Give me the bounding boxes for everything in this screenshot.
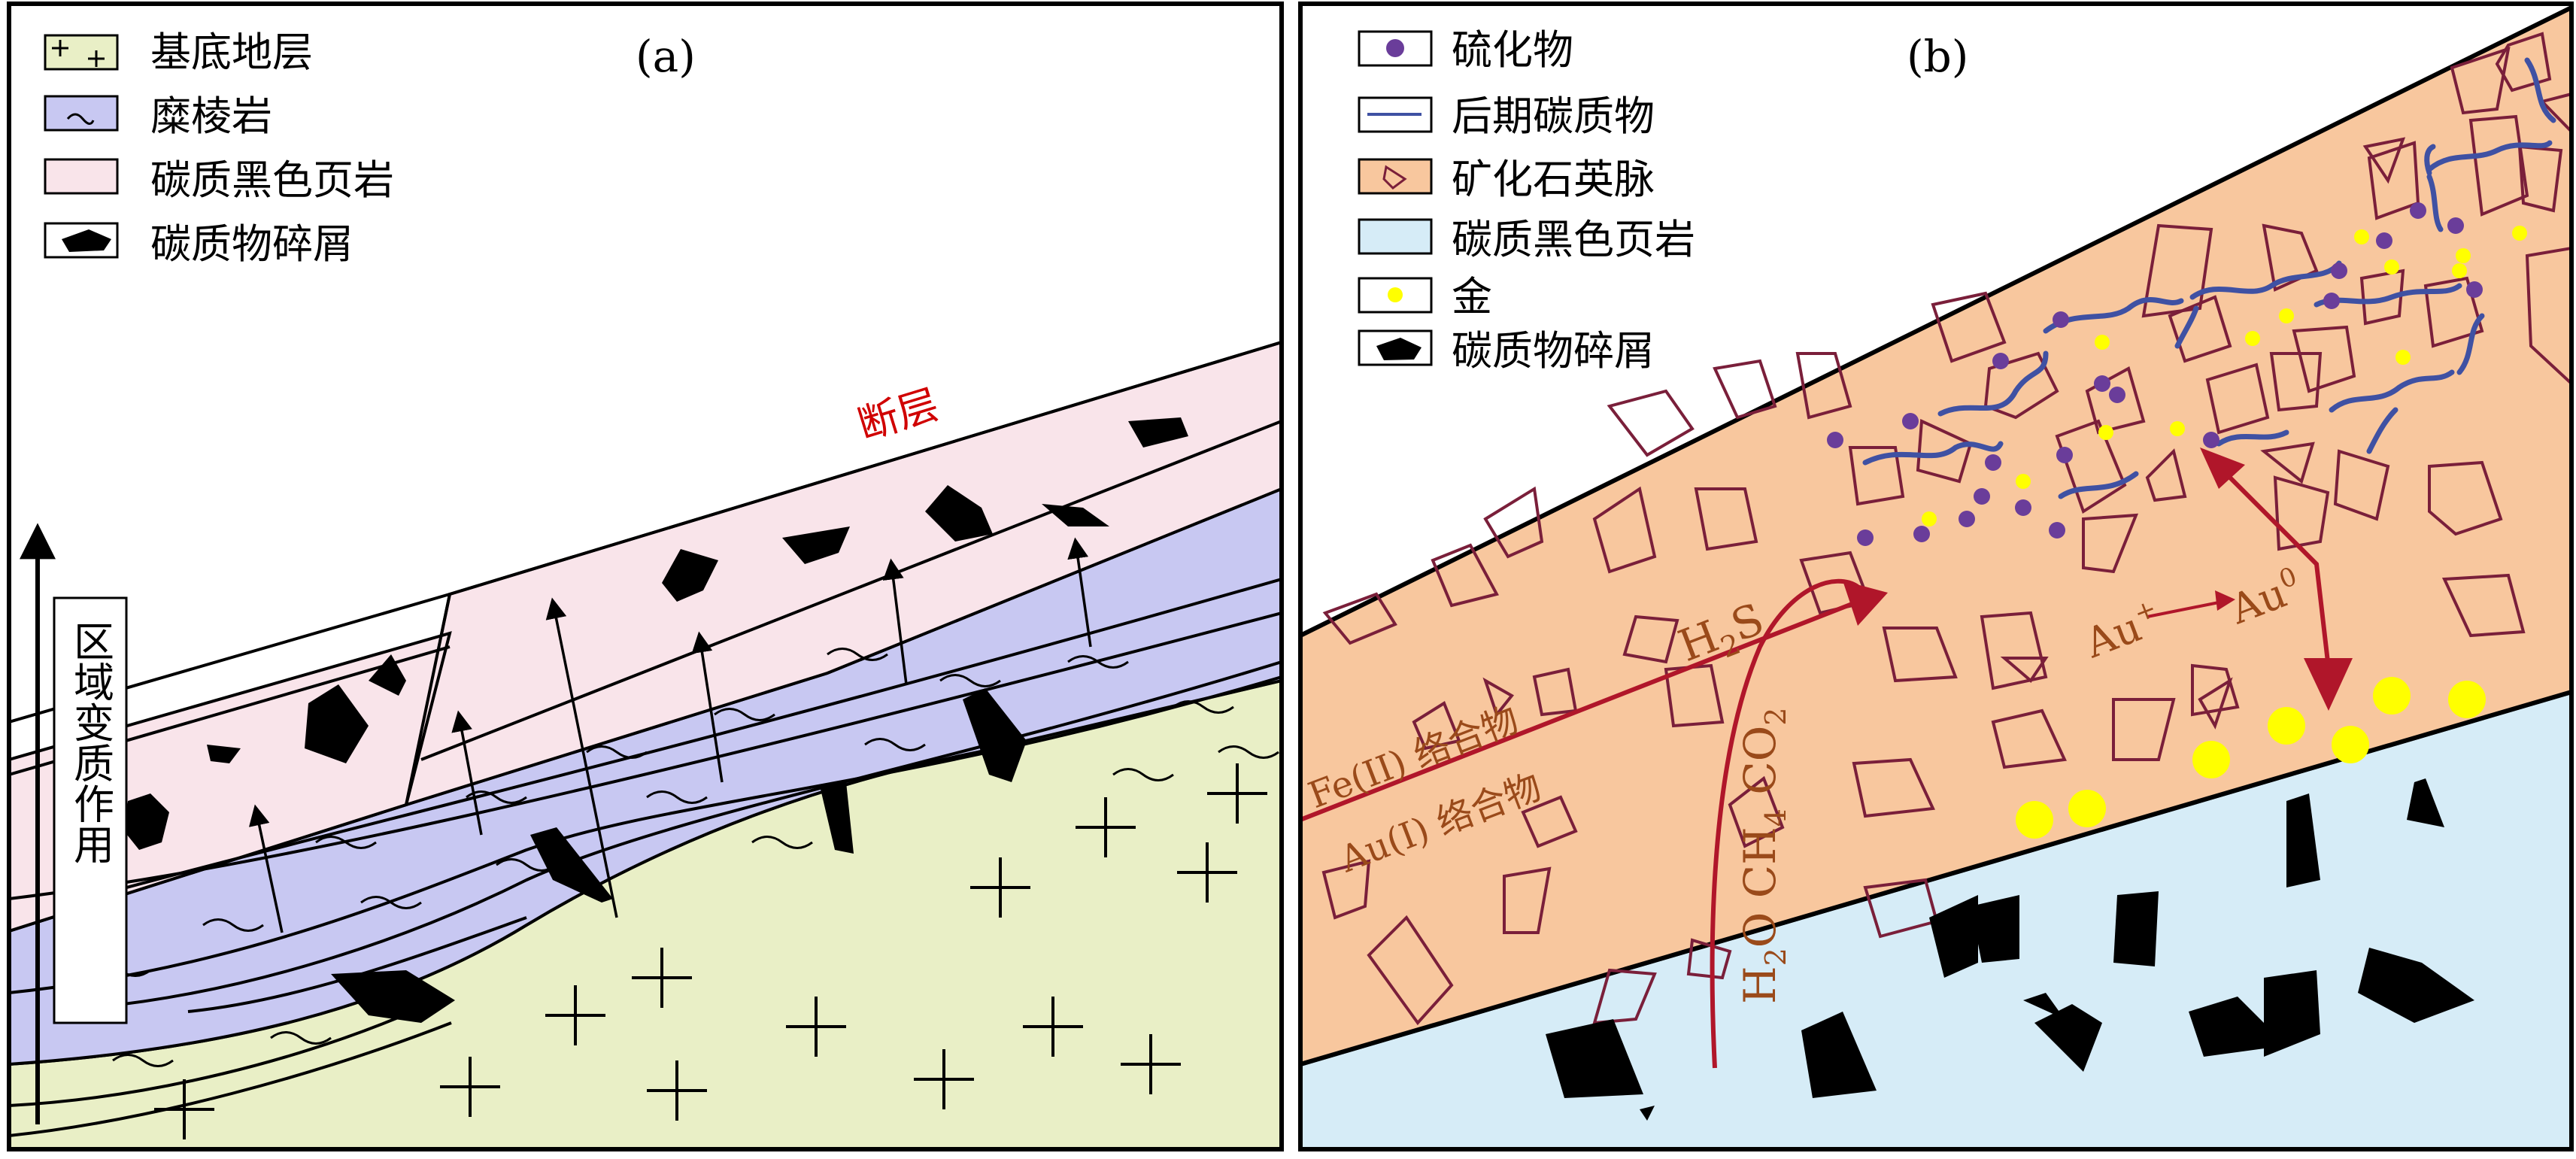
h2o-ch: O CH bbox=[1734, 827, 1786, 948]
fault-plane bbox=[405, 593, 451, 806]
sulfides bbox=[1827, 202, 2483, 546]
legend-a-label-shale: 碳质黑色页岩 bbox=[150, 156, 394, 204]
legend-b-label-debris: 碳质物碎屑 bbox=[1452, 327, 1655, 375]
legend-b-item-late-carbon: 后期碳质物 bbox=[1358, 93, 1655, 140]
quartz-vein bbox=[1300, 5, 2571, 1067]
legend-a-label-base: 基底地层 bbox=[150, 29, 313, 76]
legend-a-label-debris: 碳质物碎屑 bbox=[150, 220, 353, 268]
h2o-h: H bbox=[1734, 966, 1786, 1004]
gold-grains bbox=[1922, 226, 2527, 839]
carbon-debris-b bbox=[1546, 778, 2474, 1121]
legend-b-label-shale: 碳质黑色页岩 bbox=[1452, 216, 1695, 263]
co2-co: CO bbox=[1734, 726, 1786, 809]
gas-arrow bbox=[1710, 578, 1859, 1069]
ch4-sub: 4 bbox=[1759, 809, 1792, 827]
fluid-arrows-a bbox=[248, 537, 1092, 933]
panel-b: Fe(II) 络合物 Au(I) 络合物 H2S H2O CH4 CO2 Au+… bbox=[1298, 2, 2574, 1151]
legend-b: 硫化物 后期碳质物 矿化石英脉 碳质黑色页岩 金 bbox=[1358, 26, 1695, 375]
gas-label-h2o-ch4-co2: H2O CH4 CO2 bbox=[1734, 708, 1792, 1004]
panel-b-label: (b) bbox=[1907, 31, 1968, 82]
gold-migration-arrow bbox=[2224, 472, 2330, 663]
legend-b-item-debris: 碳质物碎屑 bbox=[1358, 327, 1655, 375]
panel-a: 区域变质作用 基底地层 糜棱岩 碳质黑色页岩 碳质物碎屑 ( bbox=[7, 2, 1284, 1151]
metamorphism-label: 区域变质作用 bbox=[67, 620, 114, 864]
legend-b-item-sulfide: 硫化物 bbox=[1358, 26, 1573, 74]
fluid-arrows-b bbox=[1300, 448, 2353, 1069]
foliation-waves bbox=[90, 648, 1279, 1067]
legend-a-item-shale: 碳质黑色页岩 bbox=[44, 156, 394, 204]
co2-sub: 2 bbox=[1759, 708, 1792, 726]
legend-b-label-quartz: 矿化石英脉 bbox=[1452, 156, 1655, 203]
fault-label: 断层 bbox=[852, 381, 944, 450]
legend-b-label-sulfide: 硫化物 bbox=[1452, 26, 1573, 74]
legend-a: 基底地层 糜棱岩 碳质黑色页岩 碳质物碎屑 bbox=[44, 29, 394, 268]
legend-b-label-late-carbon: 后期碳质物 bbox=[1452, 93, 1655, 140]
legend-a-label-mylonite: 糜棱岩 bbox=[150, 93, 272, 140]
carbon-debris-a bbox=[124, 417, 1188, 1023]
panel-a-frame bbox=[7, 2, 1284, 1151]
legend-b-item-quartz: 矿化石英脉 bbox=[1358, 156, 1655, 203]
panel-a-label: (a) bbox=[636, 31, 696, 82]
late-carbon bbox=[1862, 57, 2556, 499]
legend-a-item-debris: 碳质物碎屑 bbox=[44, 220, 353, 268]
basement-crosses bbox=[154, 763, 1267, 1139]
legend-a-item-base: 基底地层 bbox=[44, 29, 313, 76]
quartz-fragments bbox=[1321, 32, 2571, 1026]
legend-b-label-gold: 金 bbox=[1452, 273, 1492, 320]
legend-b-item-gold: 金 bbox=[1358, 273, 1492, 320]
h2o-sub: 2 bbox=[1759, 948, 1792, 966]
legend-b-item-shale: 碳质黑色页岩 bbox=[1358, 216, 1695, 263]
panel-b-frame bbox=[1298, 2, 2574, 1151]
legend-a-item-mylonite: 糜棱岩 bbox=[44, 93, 272, 140]
metamorphism-box bbox=[53, 596, 128, 1024]
